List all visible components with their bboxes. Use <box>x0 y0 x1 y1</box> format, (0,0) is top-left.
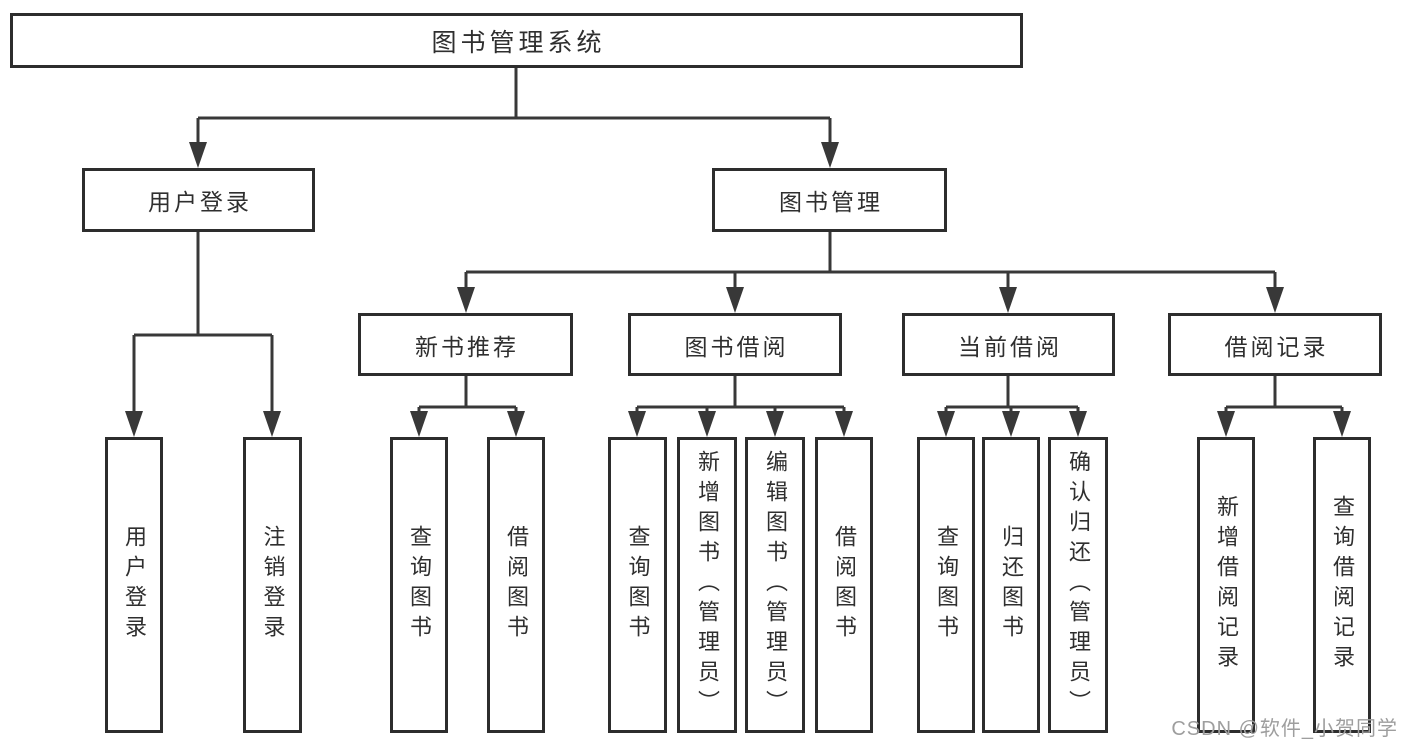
node-leaf-query-books-2: 查询图书 <box>608 437 667 733</box>
node-new-book-recommend: 新书推荐 <box>358 313 573 376</box>
arrowhead-icons <box>125 142 1351 437</box>
node-book-management-system: 图书管理系统 <box>10 13 1023 68</box>
node-current-borrowing: 当前借阅 <box>902 313 1115 376</box>
node-user-login: 用户登录 <box>82 168 315 232</box>
node-leaf-borrow-books-1: 借阅图书 <box>487 437 545 733</box>
node-leaf-query-borrow-record: 查询借阅记录 <box>1313 437 1371 733</box>
node-borrowing-records: 借阅记录 <box>1168 313 1382 376</box>
watermark: CSDN @软件_小贺同学 <box>1171 718 1398 740</box>
node-leaf-query-books-3: 查询图书 <box>917 437 975 733</box>
node-leaf-add-books-admin: 新增图书（管理员） <box>677 437 737 733</box>
node-leaf-add-borrow-record: 新增借阅记录 <box>1197 437 1255 733</box>
node-leaf-edit-books-admin: 编辑图书（管理员） <box>745 437 805 733</box>
node-leaf-query-books-1: 查询图书 <box>390 437 448 733</box>
node-leaf-borrow-books-2: 借阅图书 <box>815 437 873 733</box>
node-book-borrowing: 图书借阅 <box>628 313 842 376</box>
node-leaf-confirm-return-admin: 确认归还（管理员） <box>1048 437 1108 733</box>
node-leaf-return-books: 归还图书 <box>982 437 1040 733</box>
node-leaf-logout: 注销登录 <box>243 437 302 733</box>
node-leaf-user-login: 用户登录 <box>105 437 163 733</box>
node-book-management: 图书管理 <box>712 168 947 232</box>
